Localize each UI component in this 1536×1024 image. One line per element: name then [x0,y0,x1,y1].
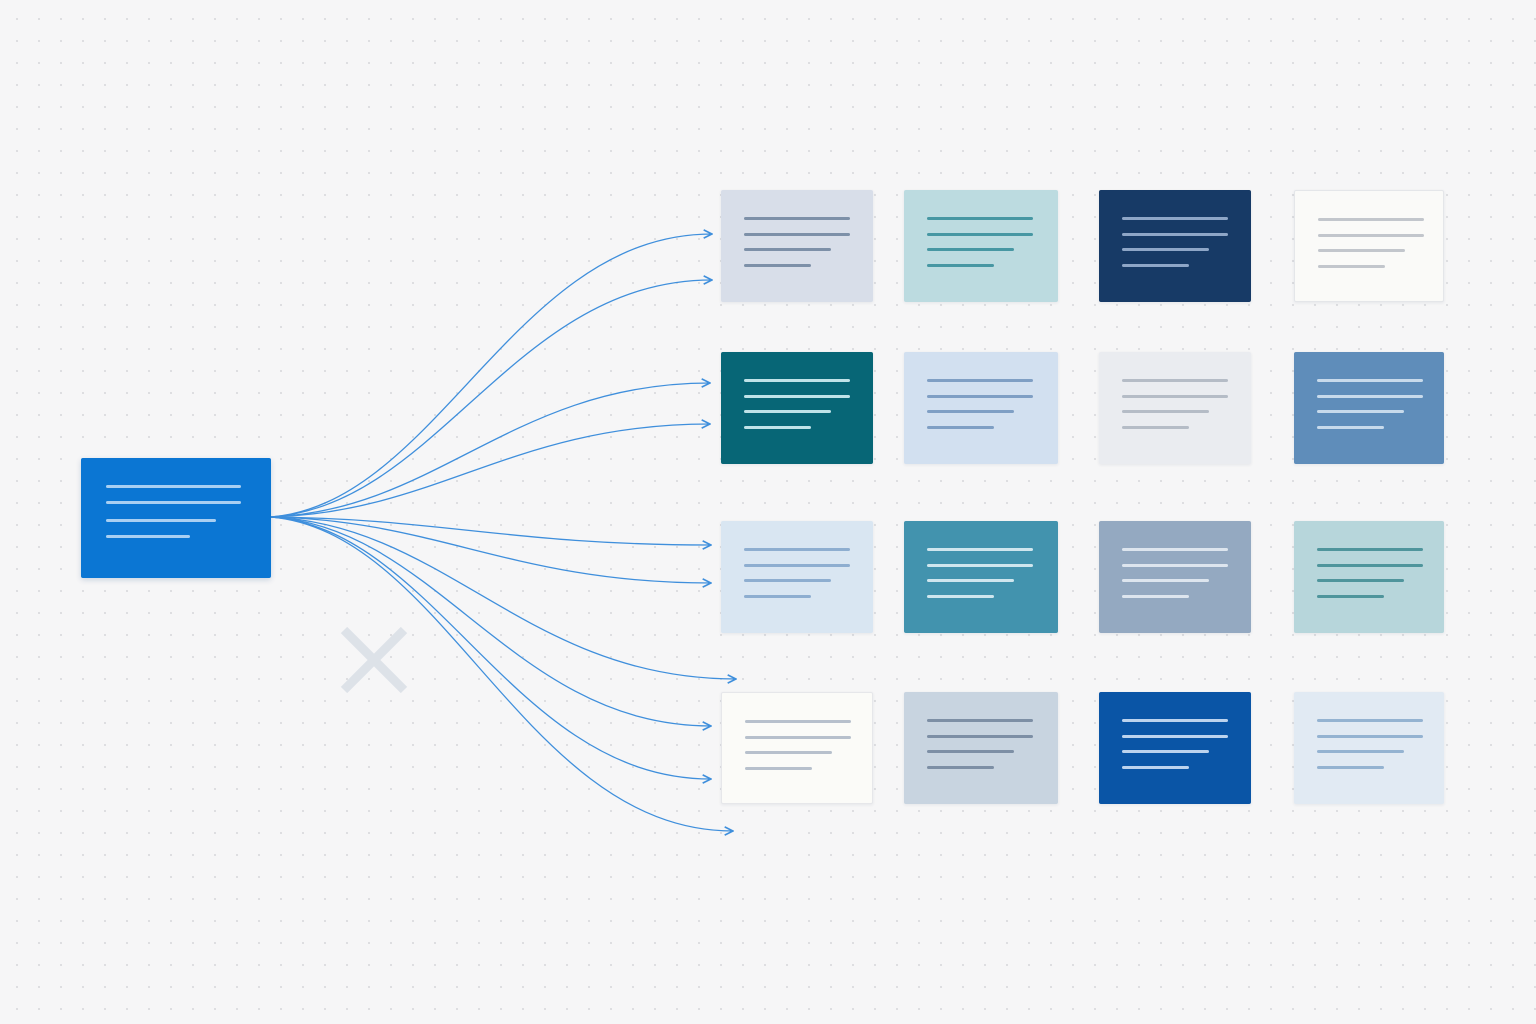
target-r4-c1 [721,692,873,804]
text-line-placeholder [744,579,831,582]
text-line-placeholder [1318,234,1424,237]
connector-arrow [270,516,736,679]
connector-arrow [270,383,710,518]
text-line-placeholder [1122,719,1228,722]
text-line-placeholder [927,248,1014,251]
text-line-placeholder [745,767,812,770]
text-line-placeholder [744,379,850,382]
text-line-placeholder [744,595,811,598]
text-line-placeholder [744,426,811,429]
text-line-placeholder [106,535,190,538]
text-line-placeholder [1318,265,1385,268]
text-line-placeholder [927,564,1033,567]
text-line-placeholder [106,485,241,488]
text-line-placeholder [1317,766,1384,769]
connector-arrow [270,516,711,779]
text-line-placeholder [106,519,216,522]
text-line-placeholder [927,379,1033,382]
target-r1-c4 [1294,190,1444,302]
text-line-placeholder [1317,595,1384,598]
text-line-placeholder [1122,735,1228,738]
connector-arrow [270,280,712,518]
connector-arrow [270,234,712,518]
text-line-placeholder [744,248,831,251]
text-line-placeholder [1317,379,1423,382]
target-r2-c3 [1099,352,1251,464]
text-line-placeholder [1317,426,1384,429]
text-line-placeholder [927,735,1033,738]
text-line-placeholder [744,548,850,551]
text-line-placeholder [1317,564,1423,567]
target-r1-c1 [721,190,873,302]
text-line-placeholder [1318,249,1405,252]
target-r4-c2 [904,692,1058,804]
text-line-placeholder [927,595,994,598]
text-line-placeholder [106,501,241,504]
text-line-placeholder [1317,395,1423,398]
text-line-placeholder [927,233,1033,236]
text-line-placeholder [745,720,851,723]
connector-arrow [270,516,733,831]
text-line-placeholder [927,579,1014,582]
target-r3-c1 [721,521,873,633]
text-line-placeholder [927,719,1033,722]
text-line-placeholder [745,751,832,754]
connector-arrow [270,424,710,518]
text-line-placeholder [744,233,850,236]
text-line-placeholder [1122,410,1209,413]
text-line-placeholder [1122,595,1189,598]
connector-arrow [270,516,711,726]
text-line-placeholder [927,548,1033,551]
text-line-placeholder [927,410,1014,413]
rejected-x-icon [340,626,408,694]
text-line-placeholder [1317,750,1404,753]
text-line-placeholder [1122,564,1228,567]
text-line-placeholder [927,264,994,267]
text-line-placeholder [927,395,1033,398]
target-r3-c3 [1099,521,1251,633]
target-r2-c4 [1294,352,1444,464]
connector-arrow [270,516,711,545]
text-line-placeholder [744,410,831,413]
target-r4-c4 [1294,692,1444,804]
text-line-placeholder [744,395,850,398]
text-line-placeholder [744,264,811,267]
text-line-placeholder [745,736,851,739]
text-line-placeholder [927,426,994,429]
text-line-placeholder [927,217,1033,220]
text-line-placeholder [1317,579,1404,582]
text-line-placeholder [1318,218,1424,221]
target-r3-c2 [904,521,1058,633]
text-line-placeholder [1122,426,1189,429]
text-line-placeholder [1317,548,1423,551]
text-line-placeholder [1122,395,1228,398]
connector-arrow [270,516,711,583]
target-r2-c1 [721,352,873,464]
text-line-placeholder [1122,379,1228,382]
text-line-placeholder [1122,264,1189,267]
text-line-placeholder [1122,766,1189,769]
target-r3-c4 [1294,521,1444,633]
text-line-placeholder [1122,579,1209,582]
text-line-placeholder [1122,248,1209,251]
target-r4-c3 [1099,692,1251,804]
text-line-placeholder [744,564,850,567]
text-line-placeholder [1122,548,1228,551]
text-line-placeholder [1317,719,1423,722]
text-line-placeholder [1122,750,1209,753]
target-r1-c3 [1099,190,1251,302]
text-line-placeholder [744,217,850,220]
target-r2-c2 [904,352,1058,464]
source-document [81,458,271,578]
text-line-placeholder [927,766,994,769]
text-line-placeholder [1122,217,1228,220]
text-line-placeholder [1122,233,1228,236]
target-r1-c2 [904,190,1058,302]
text-line-placeholder [1317,735,1423,738]
text-line-placeholder [1317,410,1404,413]
text-line-placeholder [927,750,1014,753]
